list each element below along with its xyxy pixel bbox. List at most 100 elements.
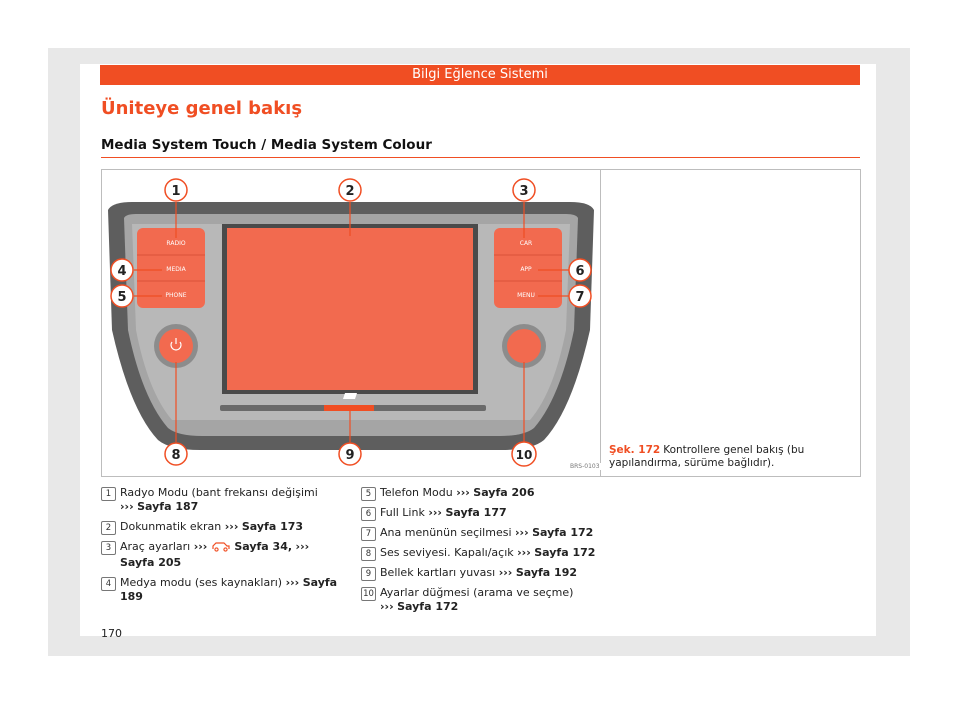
legend-left: 1 Radyo Modu (bant frekansı değişimi ›››… <box>101 486 341 610</box>
page-reference-link[interactable]: Sayfa 187 <box>137 500 199 513</box>
legend-item-6: 6 Full Link ››› Sayfa 177 <box>361 506 601 521</box>
page-reference-link[interactable]: Sayfa 172 <box>397 600 459 613</box>
car-button[interactable]: CAR <box>520 240 532 247</box>
ref-arrows: ››› <box>224 520 239 533</box>
car-settings-icon <box>211 541 231 556</box>
tune-knob[interactable] <box>507 329 541 363</box>
page-reference-link[interactable]: Sayfa 206 <box>473 486 535 499</box>
callout-1-label: 1 <box>171 184 180 199</box>
figure-code: BRS-0103 <box>568 463 602 470</box>
ref-arrows: ››› <box>285 576 300 589</box>
legend-right: 5 Telefon Modu ››› Sayfa 206 6 Full Link… <box>361 486 601 620</box>
callout-6 <box>568 258 592 282</box>
ref-arrows: ››› <box>295 540 310 553</box>
page-reference-link[interactable]: Sayfa 173 <box>241 520 304 533</box>
phone-button[interactable]: PHONE <box>165 292 186 299</box>
ref-arrows: ››› <box>120 500 134 513</box>
callout-7 <box>568 284 592 308</box>
legend-item-5: 5 Telefon Modu ››› Sayfa 206 <box>361 486 601 501</box>
legend-number: 4 <box>101 577 116 591</box>
page-reference-link[interactable]: Sayfa 192 <box>515 566 578 579</box>
page-title: Üniteye genel bakış <box>101 98 303 119</box>
sd-card-icon <box>343 393 357 399</box>
page-reference-link[interactable]: Sayfa 205 <box>120 556 182 569</box>
callout-9-label: 9 <box>345 448 354 463</box>
legend-number: 8 <box>361 547 376 561</box>
figure-caption-text: Kontrollere genel bakış (bu yapılandırma… <box>609 444 805 469</box>
ref-arrows: ››› <box>380 600 394 613</box>
ref-arrows: ››› <box>515 526 529 539</box>
callout-2-label: 2 <box>345 184 354 199</box>
callout-4-label: 4 <box>117 264 126 279</box>
page-number: 170 <box>101 627 122 640</box>
power-icon <box>170 338 182 351</box>
figure-id: Şek. 172 <box>609 444 661 456</box>
legend-text: Araç ayarları <box>120 540 191 553</box>
legend-text: Bellek kartları yuvası <box>380 566 496 579</box>
page-reference-link[interactable]: Sayfa 34, <box>234 540 293 553</box>
legend-number: 9 <box>361 567 376 581</box>
legend-text: Full Link <box>380 506 425 519</box>
legend-text: Ana menünün seçilmesi <box>380 526 512 539</box>
media-unit-svg: RADIO MEDIA PHONE CAR APP MENU <box>108 178 594 467</box>
page-reference-link[interactable]: Sayfa 172 <box>534 546 596 559</box>
callout-6-label: 6 <box>575 264 584 279</box>
legend-item-7: 7 Ana menünün seçilmesi ››› Sayfa 172 <box>361 526 601 541</box>
callout-10 <box>511 441 537 467</box>
right-button-strip <box>494 228 562 308</box>
legend-number: 10 <box>361 587 376 601</box>
legend-item-8: 8 Ses seviyesi. Kapalı/açık ››› Sayfa 17… <box>361 546 601 561</box>
callout-9 <box>338 442 362 466</box>
menu-button[interactable]: MENU <box>517 292 535 299</box>
legend-number: 1 <box>101 487 116 501</box>
legend-item-2: 2 Dokunmatik ekran ››› Sayfa 173 <box>101 520 341 535</box>
legend-text: Telefon Modu <box>380 486 453 499</box>
callout-3 <box>512 178 536 202</box>
page-reference-link[interactable]: Sayfa 189 <box>120 576 338 603</box>
ref-arrows: ››› <box>193 540 208 553</box>
page-subtitle: Media System Touch / Media System Colour <box>101 137 432 153</box>
media-button[interactable]: MEDIA <box>166 266 186 273</box>
callout-7-label: 7 <box>575 290 584 305</box>
legend-text: Ayarlar düğmesi (arama ve seçme) <box>380 586 574 599</box>
legend-text: Ses seviyesi. Kapalı/açık <box>380 546 514 559</box>
callout-lines <box>134 202 572 442</box>
legend-text: Medya modu (ses kaynakları) <box>120 576 283 589</box>
legend-text: Dokunmatik ekran <box>120 520 222 533</box>
callout-5 <box>110 284 134 308</box>
legend-item-10: 10 Ayarlar düğmesi (arama ve seçme) ››› … <box>361 586 601 614</box>
callout-3-label: 3 <box>519 184 528 199</box>
legend-number: 3 <box>101 541 116 555</box>
legend-item-3: 3 Araç ayarları ››› Sayfa 34, ››› Sayfa … <box>101 540 341 570</box>
page-reference-link[interactable]: Sayfa 172 <box>532 526 594 539</box>
ref-arrows: ››› <box>517 546 531 559</box>
legend-number: 7 <box>361 527 376 541</box>
legend-number: 2 <box>101 521 116 535</box>
radio-button[interactable]: RADIO <box>166 240 185 247</box>
volume-knob[interactable] <box>159 329 193 363</box>
legend-item-4: 4 Medya modu (ses kaynakları) ››› Sayfa … <box>101 576 341 604</box>
callout-2 <box>338 178 362 202</box>
callout-10-label: 10 <box>516 448 533 462</box>
legend-number: 6 <box>361 507 376 521</box>
legend-item-1: 1 Radyo Modu (bant frekansı değişimi ›››… <box>101 486 341 514</box>
callouts: 1 2 3 4 5 6 7 8 9 10 <box>110 178 592 467</box>
callout-8 <box>164 442 188 466</box>
ref-arrows: ››› <box>428 506 442 519</box>
section-header: Bilgi Eğlence Sistemi <box>100 65 860 85</box>
title-rule <box>101 157 860 158</box>
page-reference-link[interactable]: Sayfa 177 <box>445 506 507 519</box>
memory-card-slot[interactable] <box>324 405 374 411</box>
legend-item-9: 9 Bellek kartları yuvası ››› Sayfa 192 <box>361 566 601 581</box>
app-button[interactable]: APP <box>520 266 532 273</box>
callout-8-label: 8 <box>171 448 180 463</box>
callout-5-label: 5 <box>117 290 126 305</box>
ref-arrows: ››› <box>456 486 470 499</box>
ref-arrows: ››› <box>498 566 513 579</box>
legend-number: 5 <box>361 487 376 501</box>
left-button-strip <box>137 228 205 308</box>
legend-text: Radyo Modu (bant frekansı değişimi <box>120 486 318 499</box>
touch-screen[interactable] <box>227 228 473 390</box>
media-unit-illustration: RADIO MEDIA PHONE CAR APP MENU <box>102 170 601 476</box>
